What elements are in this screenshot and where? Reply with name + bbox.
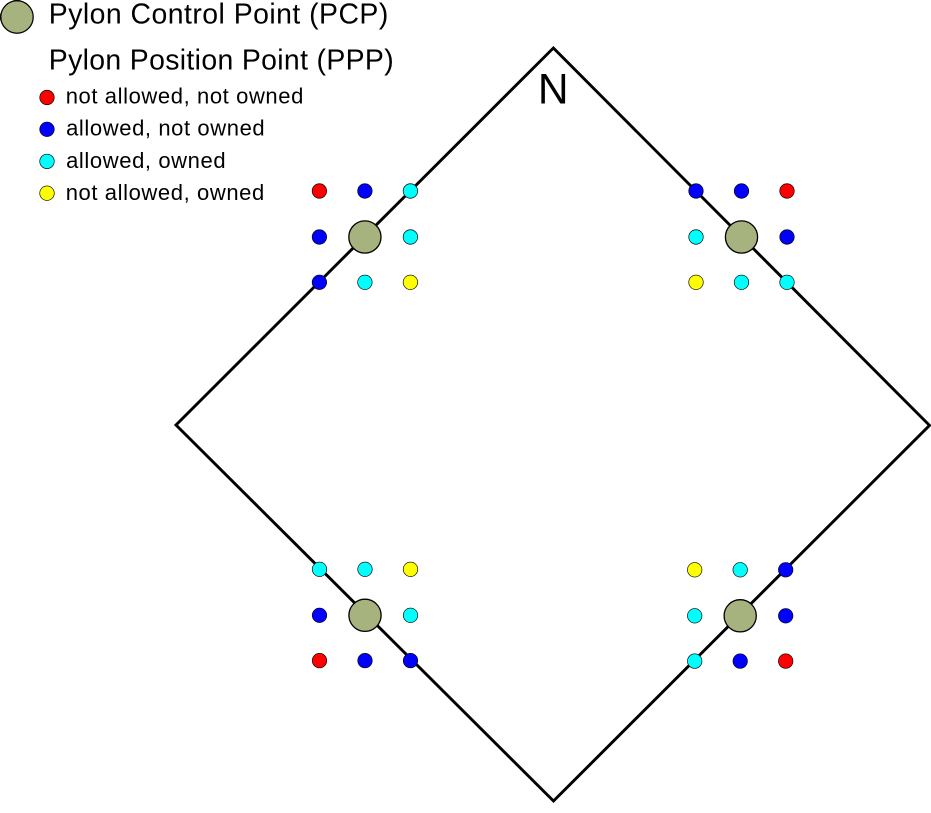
svg-text:Pylon Position Point (PPP): Pylon Position Point (PPP) [49, 44, 394, 76]
svg-text:allowed, owned: allowed, owned [66, 148, 226, 173]
svg-text:N: N [538, 66, 569, 113]
svg-text:not allowed, not owned: not allowed, not owned [66, 84, 304, 109]
svg-text:not allowed, owned: not allowed, owned [66, 180, 265, 205]
svg-text:allowed, not owned: allowed, not owned [66, 116, 265, 141]
svg-text:Pylon Control Point (PCP): Pylon Control Point (PCP) [49, 0, 389, 31]
